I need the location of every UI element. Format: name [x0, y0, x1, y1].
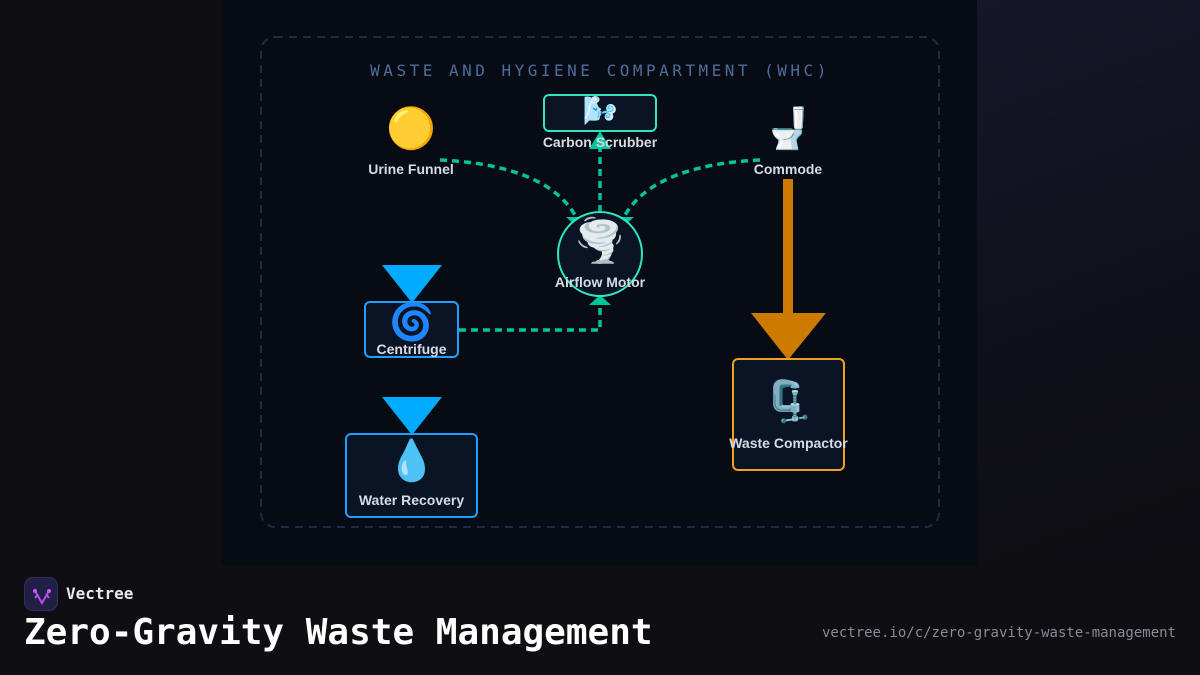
node-centrifuge[interactable]: 🌀 Centrifuge: [364, 301, 459, 358]
background-gradient: [977, 0, 1200, 565]
compartment-boundary: [260, 36, 940, 528]
arrowhead-compactor: [751, 313, 826, 360]
diagram-title: WASTE AND HYGIENE COMPARTMENT (WHC): [370, 61, 830, 80]
edge-centrifuge-to-motor: [459, 305, 602, 332]
source-url[interactable]: vectree.io/c/zero-gravity-waste-manageme…: [821, 625, 1176, 641]
node-label: Airflow Motor: [554, 274, 646, 290]
tornado-icon: 🌪️: [573, 216, 627, 265]
arrow-centrifuge-to-water: [382, 397, 442, 435]
node-commode[interactable]: 🚽 Commode: [748, 105, 828, 180]
arrow-funnel-to-centrifuge: [382, 265, 442, 303]
brand-name: Vectree: [66, 584, 134, 603]
cyclone-icon: 🌀: [389, 302, 434, 343]
vectree-logo: [24, 577, 58, 611]
page-title: Zero-Gravity Waste Management: [24, 612, 653, 653]
node-urine-funnel[interactable]: 🟡 Urine Funnel: [368, 105, 454, 180]
edge-commode-to-motor: [623, 158, 761, 216]
node-water-recovery[interactable]: 💧 Water Recovery: [345, 433, 478, 518]
node-label: Centrifuge: [376, 341, 447, 357]
arrowhead: [589, 295, 611, 305]
node-carbon-scrubber[interactable]: 🌬️ Carbon Scrubber: [543, 94, 657, 150]
airflow-motor-circle: [557, 211, 643, 297]
wind-face-icon: 🌬️: [582, 94, 618, 127]
node-label: Waste Compactor: [729, 435, 848, 451]
edge-commode-to-compactor: [783, 179, 793, 314]
edge-urine-to-motor: [439, 158, 577, 216]
droplet-icon: 💧: [386, 438, 437, 484]
yellow-circle-icon: 🟡: [386, 106, 436, 152]
toilet-icon: 🚽: [763, 106, 813, 152]
arrowhead: [589, 131, 611, 149]
node-airflow-motor[interactable]: 🌪️ Airflow Motor: [555, 214, 645, 294]
clamp-icon: 🗜️: [763, 379, 814, 425]
node-label: Carbon Scrubber: [542, 134, 658, 150]
node-label: Commode: [753, 161, 823, 177]
node-label: Water Recovery: [358, 492, 465, 508]
node-label: Urine Funnel: [368, 161, 454, 177]
node-waste-compactor[interactable]: 🗜️ Waste Compactor: [729, 358, 848, 471]
